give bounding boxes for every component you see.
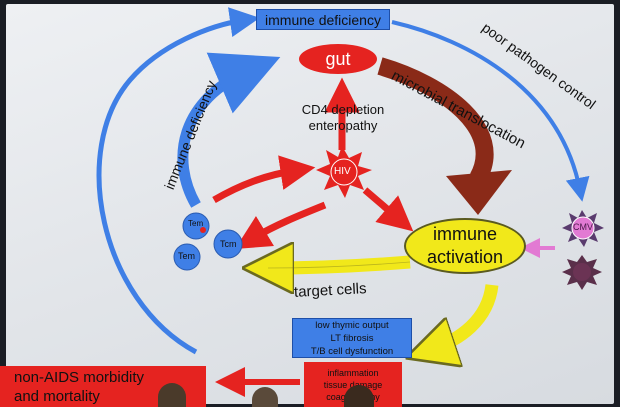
immune-activation-line1: immune (432, 224, 498, 244)
cd4-label: CD4 depletion enteropathy (284, 103, 402, 132)
right-blue-arrow (391, 20, 590, 202)
red-tem-to-hiv (212, 155, 316, 204)
cd4-label-line1: CD4 depletion (301, 102, 385, 117)
tem-bottom-label: Tem (178, 251, 196, 261)
hiv-virus-icon (316, 146, 372, 198)
tem-top-label: Tem (188, 219, 204, 228)
tcm-label: Tcm (220, 239, 237, 249)
inflam-line1: inflammation (327, 368, 379, 378)
second-virus-icon (562, 255, 602, 290)
yellow-target-cells (268, 262, 411, 268)
red-hiv-to-activation (362, 187, 414, 232)
target-cells-label: target cells (293, 280, 367, 301)
inner-blue-arrow (177, 52, 281, 208)
brown-arrowhead (446, 170, 512, 215)
cmv-virus-icon (562, 210, 604, 247)
tcm-cell (213, 229, 243, 259)
immune-deficiency-label: immune deficiency (265, 11, 381, 28)
immune-activation-node: immune activation (404, 218, 526, 274)
audience-head-2 (252, 387, 278, 407)
gut-node: gut (299, 44, 377, 74)
immune-activation-line2: activation (426, 247, 504, 267)
audience-head-3 (344, 385, 374, 407)
gut-label: gut (325, 48, 351, 69)
audience-head-1 (158, 383, 186, 407)
thymic-line1: low thymic output (315, 319, 389, 331)
outer-blue-arrow (96, 7, 260, 355)
thymic-output-box: low thymic output LT fibrosis T/B cell d… (292, 318, 412, 358)
cmv-label: CMV (573, 222, 593, 232)
infected-dot-icon (200, 227, 206, 233)
morbidity-line1: non-AIDS morbidity (14, 368, 145, 386)
immune-deficiency-box: immune deficiency (256, 9, 390, 30)
thymic-line3: T/B cell dysfunction (310, 345, 394, 357)
morbidity-line2: and mortality (14, 387, 100, 405)
thymic-line2: LT fibrosis (330, 332, 374, 344)
tem-cell-bottom (173, 243, 201, 271)
yellow-to-bottom (430, 283, 499, 350)
red-hiv-to-tcm (234, 201, 327, 250)
hiv-label: HIV (334, 166, 351, 177)
cd4-label-line2: enteropathy (308, 118, 378, 133)
